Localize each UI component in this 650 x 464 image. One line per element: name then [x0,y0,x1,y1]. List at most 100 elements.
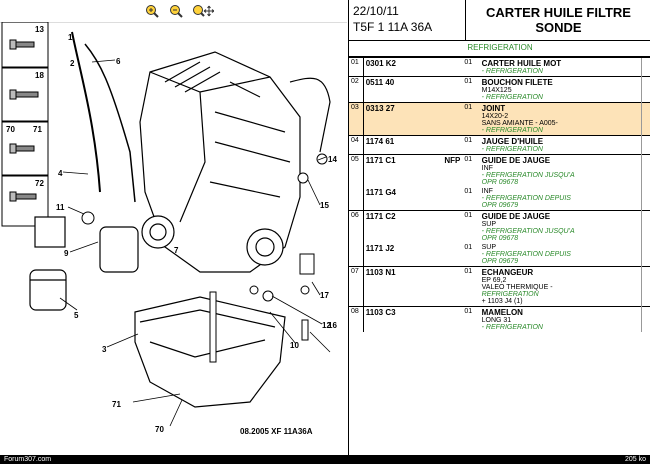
row-spacer [640,266,650,307]
description-line: - REFRIGERATION DEPUIS [481,195,571,202]
header-date: 22/10/11 [353,4,399,18]
part-qty: 01 [462,154,480,187]
row-number: 02 [349,76,364,103]
description-line: GUIDE DE JAUGE [481,156,551,165]
description-line: SUP [481,221,497,228]
parts-panel: 22/10/11 T5F 1 11A 36A CARTER HUILE FILT… [348,0,650,455]
description-line: OPR 09678 [481,179,519,186]
row-number: 01 [349,57,364,77]
pan-icon[interactable] [191,2,215,20]
description-line: 14X20-2 [481,113,509,120]
part-qty: 01 [462,57,480,77]
part-qty: 01 [464,244,473,251]
page-subtitle: REFRIGERATION [349,40,650,57]
part-description: CARTER HUILE MOT- REFRIGERATION [479,57,642,77]
part-ref: 1103 C3 [363,306,420,332]
description-line: LONG 31 [481,317,512,324]
row-number: 08 [349,306,364,332]
row-number: 04 [349,135,364,155]
part-qty: 01 [462,135,480,155]
row-spacer [640,306,650,332]
part-qualifier [419,57,463,77]
engine-exploded-svg: 13 18 70 71 72 1 2 6 4 11 9 5 3 14 15 16… [1,21,337,436]
part-qty: 01 [462,266,480,307]
callout-13: 13 [35,25,44,34]
part-qualifier: NFP [419,154,463,187]
description-line: JOINT [481,104,506,113]
description-line: MAMELON [481,308,523,317]
row-number: 03 [349,102,364,136]
diagram-panel: 13 18 70 71 72 1 2 6 4 11 9 5 3 14 15 16… [0,2,347,455]
row-spacer [640,76,650,103]
description-line: GUIDE DE JAUGE [481,212,551,221]
callout-4: 4 [58,169,63,178]
part-qualifier [419,135,463,155]
part-qty: 01 [464,188,473,195]
callout-18: 18 [35,71,44,80]
description-line: CARTER HUILE MOT [481,59,562,68]
part-description: JAUGE D'HUILE- REFRIGERATION [479,135,642,155]
description-line: - REFRIGERATION JUSQU'A [481,172,575,179]
callout-72: 72 [35,179,44,188]
part-qualifier [419,102,463,136]
callout-70b: 70 [155,425,164,434]
callout-12: 12 [322,321,331,330]
callout-16: 16 [328,321,337,330]
part-ref: 0313 27 [363,102,420,136]
exploded-view-diagram: 13 18 70 71 72 1 2 6 4 11 9 5 3 14 15 16… [0,21,347,455]
row-spacer [640,187,650,211]
page-title: CARTER HUILE FILTRE SONDE [466,0,650,41]
description-line: ECHANGEUR [481,268,534,277]
row-number: 05 [349,154,364,187]
part-ref: 1171 C2 [363,210,420,243]
callout-10: 10 [290,341,299,350]
row-spacer [640,57,650,77]
footer-size: 205 ko [624,456,646,463]
description-line: REFRIGERATION [481,291,539,298]
row-number [349,187,364,211]
part-qty: 01 [462,102,480,136]
callout-3: 3 [102,345,107,354]
description-line: OPR 09679 [481,258,519,265]
description-line: EP 69,2 [481,277,507,284]
description-line: - REFRIGERATION [481,94,543,101]
part-ref: 1171 C1 [363,154,420,187]
part-ref: 1171 G4 [365,188,396,197]
row-spacer [640,135,650,155]
description-line: INF [481,188,493,195]
description-line: - REFRIGERATION [481,68,543,75]
zoom-in-icon[interactable] [143,2,161,20]
part-qty: 01 [462,306,480,332]
callout-1: 1 [68,33,73,42]
description-line: M14X125 [481,87,512,94]
row-spacer [640,243,650,267]
callout-7: 7 [174,246,179,255]
part-qualifier [419,187,462,211]
row-number [349,243,364,267]
callout-15: 15 [320,201,329,210]
zoom-out-icon[interactable] [167,2,185,20]
row-spacer [640,102,650,136]
part-ref: 0511 40 [363,76,420,103]
row-number: 06 [349,210,364,243]
description-line: SUP [481,244,497,251]
description-line: OPR 09679 [481,202,519,209]
header-code: T5F 1 11A 36A [353,20,433,34]
part-qualifier [419,210,463,243]
